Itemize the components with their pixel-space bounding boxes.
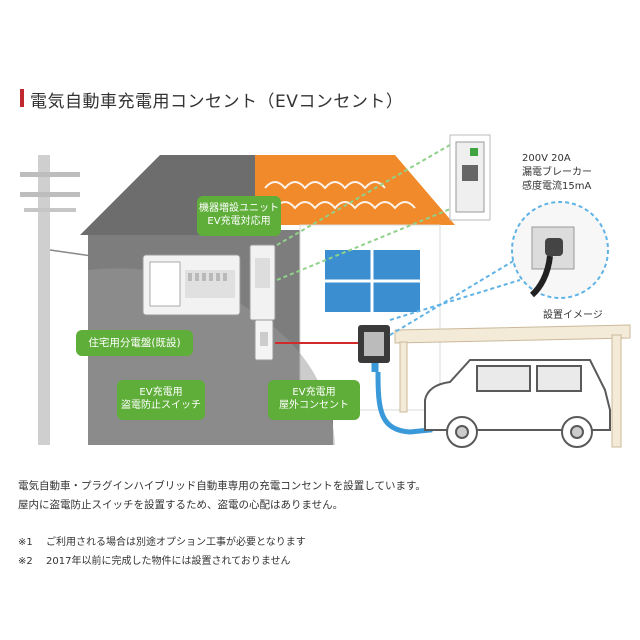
add-on-unit (249, 244, 276, 321)
page-title: 電気自動車充電用コンセント（EVコンセント） (30, 92, 404, 112)
distribution-panel (142, 254, 241, 316)
title-accent-bar (20, 89, 24, 107)
callout-unit: 機器増設ユニット EV充電対応用 (197, 196, 281, 236)
roof-tiles (255, 155, 455, 225)
description-line-2: 屋内に盗電防止スイッチを設置するため、盗電の心配はありません。 (18, 499, 344, 511)
callout-panel: 住宅用分電盤(既設) (76, 330, 193, 356)
install-image-label: 設置イメージ (543, 310, 603, 321)
description-line-1: 電気自動車・プラグインハイブリッド自動車専用の充電コンセントを設置しています。 (18, 480, 426, 492)
breaker-illustration (449, 134, 491, 221)
window (325, 250, 420, 312)
note-2-text: 2017年以前に完成した物件には設置されておりません (46, 556, 291, 567)
breaker-spec: 200V 20A 漏電ブレーカー 感度電流15mA (522, 153, 592, 192)
note-1-text: ご利用される場合は別途オプション工事が必要となります (46, 537, 306, 548)
note-1: ※1 ご利用される場合は別途オプション工事が必要となります (18, 533, 306, 548)
callout-switch: EV充電用 盗電防止スイッチ (117, 380, 205, 420)
note-2-mark: ※2 (18, 556, 33, 567)
anti-theft-switch (254, 319, 274, 361)
note-1-mark: ※1 (18, 537, 33, 548)
car (424, 359, 611, 448)
callout-outlet: EV充電用 屋外コンセント (268, 380, 360, 420)
carport (394, 324, 631, 448)
install-image-circle (511, 201, 609, 299)
outdoor-outlet (358, 325, 433, 435)
note-2: ※2 2017年以前に完成した物件には設置されておりません (18, 552, 291, 567)
